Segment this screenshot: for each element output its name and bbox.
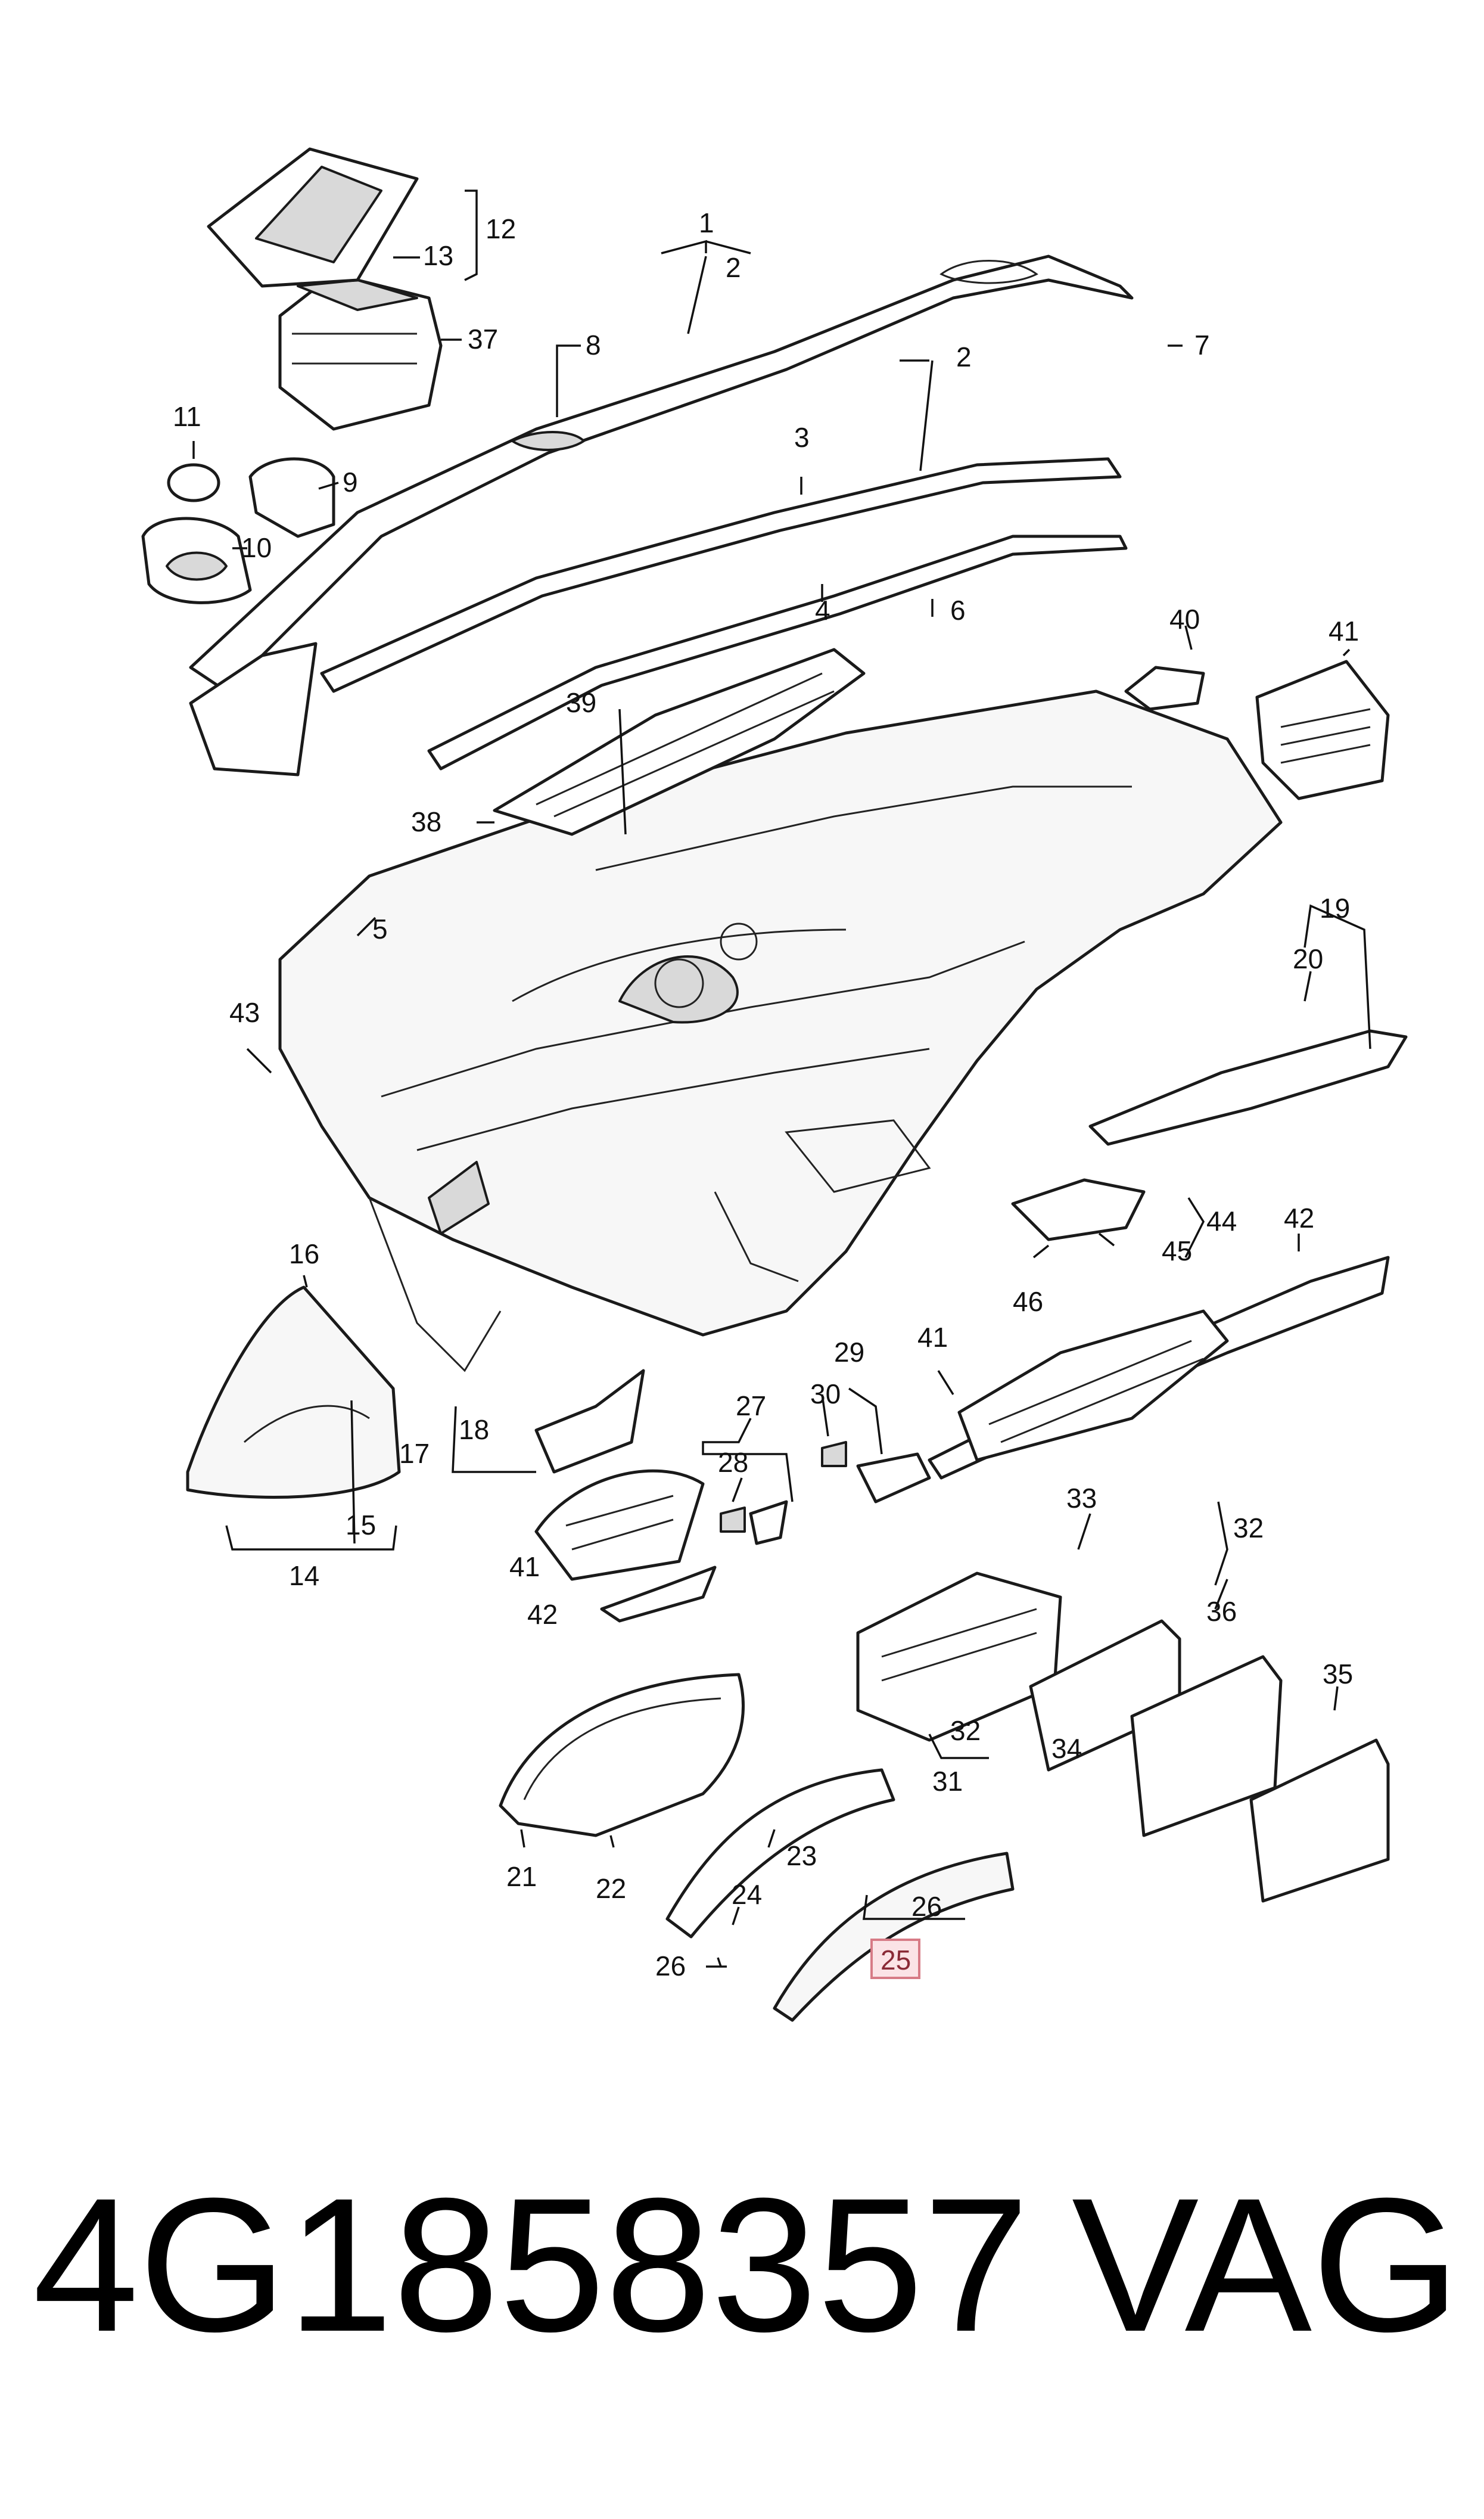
label-41: 41 (917, 1322, 948, 1353)
right-trim-19 (1088, 1029, 1408, 1146)
label-7: 7 (1194, 330, 1210, 361)
label-26: 26 (911, 1891, 942, 1922)
label-32: 32 (950, 1715, 981, 1746)
storage-assembly (856, 1571, 1390, 1903)
label-32: 32 (1233, 1512, 1264, 1543)
label-12: 12 (486, 213, 516, 244)
label-21: 21 (506, 1861, 537, 1892)
label-13: 13 (423, 240, 453, 271)
label-31: 31 (932, 1766, 963, 1797)
label-34: 34 (1051, 1733, 1082, 1764)
bracket-44 (1011, 1178, 1146, 1241)
dashboard-carrier (278, 689, 1283, 1372)
label-6: 6 (950, 595, 966, 626)
right-vents (1124, 660, 1390, 800)
label-35: 35 (1323, 1658, 1353, 1689)
callout-labels: 1 2 2 3 4 5 6 7 8 9 10 11 12 13 14 15 16… (173, 207, 1359, 1981)
display-unit-37 (278, 272, 443, 431)
label-15: 15 (346, 1509, 376, 1540)
label-28: 28 (718, 1447, 748, 1478)
label-26: 26 (655, 1950, 686, 1981)
label-33: 33 (1066, 1483, 1097, 1514)
label-36: 36 (1206, 1596, 1237, 1627)
top-trim-strip (189, 254, 1134, 693)
label-3: 3 (794, 422, 810, 453)
brand-name: VAG (1071, 2158, 1460, 2371)
left-small-parts (141, 457, 335, 776)
label-2: 2 (956, 341, 972, 372)
label-4: 4 (815, 595, 830, 626)
defroster-rails (320, 457, 1128, 771)
label-46: 46 (1013, 1286, 1043, 1317)
label-14: 14 (289, 1560, 319, 1591)
label-5: 5 (372, 914, 388, 945)
label-39: 39 (566, 687, 596, 718)
label-42: 42 (527, 1599, 558, 1630)
cluster-hood-23 (665, 1768, 895, 1939)
label-2: 2 (726, 252, 741, 283)
label-22: 22 (596, 1873, 626, 1904)
label-43: 43 (229, 997, 260, 1028)
cluster-frame-21 (499, 1673, 745, 1837)
label-40: 40 (1169, 604, 1200, 635)
label-23: 23 (786, 1840, 817, 1871)
label-42: 42 (1284, 1203, 1314, 1234)
leader-lines (192, 190, 1371, 1968)
label-18: 18 (459, 1414, 489, 1445)
label-29: 29 (834, 1337, 864, 1368)
center-grille-38 (493, 648, 866, 836)
label-8: 8 (586, 330, 601, 361)
left-trim-42 (600, 1566, 717, 1623)
part-number: 4G1858357 (33, 2158, 1029, 2371)
label-20: 20 (1293, 943, 1323, 974)
label-19: 19 (1320, 893, 1350, 924)
label-16: 16 (289, 1238, 319, 1269)
knee-panel-14 (186, 1285, 401, 1499)
label-25: 25 (881, 1945, 911, 1976)
small-clips (720, 1441, 931, 1545)
label-27: 27 (736, 1390, 766, 1421)
display-cover-12 (207, 147, 419, 288)
cluster-trim-25 (773, 1852, 1015, 2022)
label-11: 11 (173, 401, 201, 432)
label-30: 30 (810, 1378, 841, 1409)
label-41: 41 (509, 1551, 540, 1582)
label-45: 45 (1162, 1235, 1192, 1266)
label-37: 37 (468, 324, 498, 355)
label-9: 9 (343, 467, 358, 498)
highlight-box (870, 1939, 920, 1979)
label-44: 44 (1206, 1206, 1237, 1237)
label-17: 17 (399, 1438, 430, 1469)
center-vent-41 (957, 1309, 1229, 1462)
label-1: 1 (699, 207, 714, 238)
left-vent-41 (534, 1469, 705, 1581)
panel-17 (534, 1369, 645, 1474)
label-10: 10 (241, 532, 272, 563)
label-41: 41 (1329, 616, 1359, 647)
label-24: 24 (732, 1879, 762, 1910)
label-38: 38 (411, 806, 441, 837)
